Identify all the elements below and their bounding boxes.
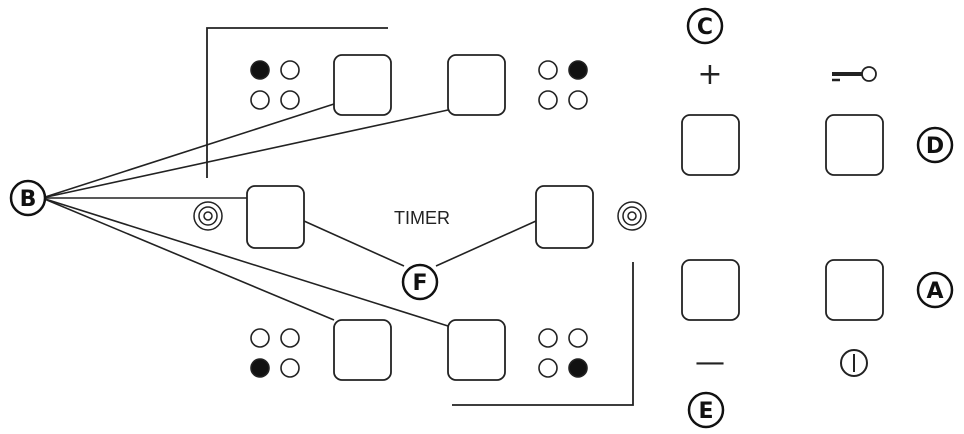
minus-key[interactable] [681,259,740,321]
timer-key-left[interactable] [246,185,305,249]
callout-a: A [916,271,954,309]
power-key[interactable] [825,259,884,321]
svg-text:E: E [698,399,713,424]
zone-dot [280,60,300,80]
zone-key-bottom-left[interactable] [333,319,392,381]
zone-dot-filled [250,60,270,80]
svg-text:B: B [20,187,37,212]
svg-text:D: D [926,134,944,159]
timer-key-right[interactable] [535,185,594,249]
frame-line-bottom-right [452,262,634,406]
zone-dot [538,60,558,80]
zone-dot [568,90,588,110]
svg-text:A: A [926,279,943,304]
zone-dot [568,328,588,348]
power-icon [840,349,868,377]
svg-text:C: C [697,15,713,40]
callout-c: C [686,7,724,45]
dots-top-left [250,60,300,110]
zone-dot-filled [568,358,588,378]
dots-bottom-left [250,328,300,378]
callout-f: F [401,263,439,301]
zone-dot [280,90,300,110]
dots-top-right [538,60,588,110]
leader-b-top-right [41,109,449,199]
leader-lines-b [41,103,449,327]
lock-key[interactable] [825,114,884,176]
zone-dot [280,358,300,378]
zone-key-top-left[interactable] [333,54,392,116]
zone-key-bottom-right[interactable] [447,319,506,381]
plus-key[interactable] [681,114,740,176]
dots-bottom-right [538,328,588,378]
zone-key-top-right[interactable] [447,54,506,116]
zone-dot [538,358,558,378]
zone-dot [280,328,300,348]
callout-b: B [9,179,47,217]
frame-lines [206,27,634,406]
zone-dot-filled [250,358,270,378]
key-lock-icon [832,66,877,82]
callout-e: E [687,391,725,429]
zone-dot [538,90,558,110]
leader-f-right [435,220,537,267]
minus-symbol: — [695,345,725,380]
leader-f-left [303,220,405,267]
timer-icon-right [617,201,647,231]
timer-icon-left [193,201,223,231]
leader-b-bottom-right [41,197,449,327]
plus-symbol: + [697,57,722,92]
svg-text:F: F [412,271,427,296]
leader-b-top-left [41,103,335,199]
zone-dot-filled [568,60,588,80]
frame-line-top-left [206,27,388,178]
callout-d: D [916,126,954,164]
timer-label: TIMER [394,208,450,228]
leader-b-bottom-left [41,197,335,321]
leader-lines-f [303,220,537,267]
zone-dot [250,90,270,110]
zone-dot [538,328,558,348]
zone-dot [250,328,270,348]
